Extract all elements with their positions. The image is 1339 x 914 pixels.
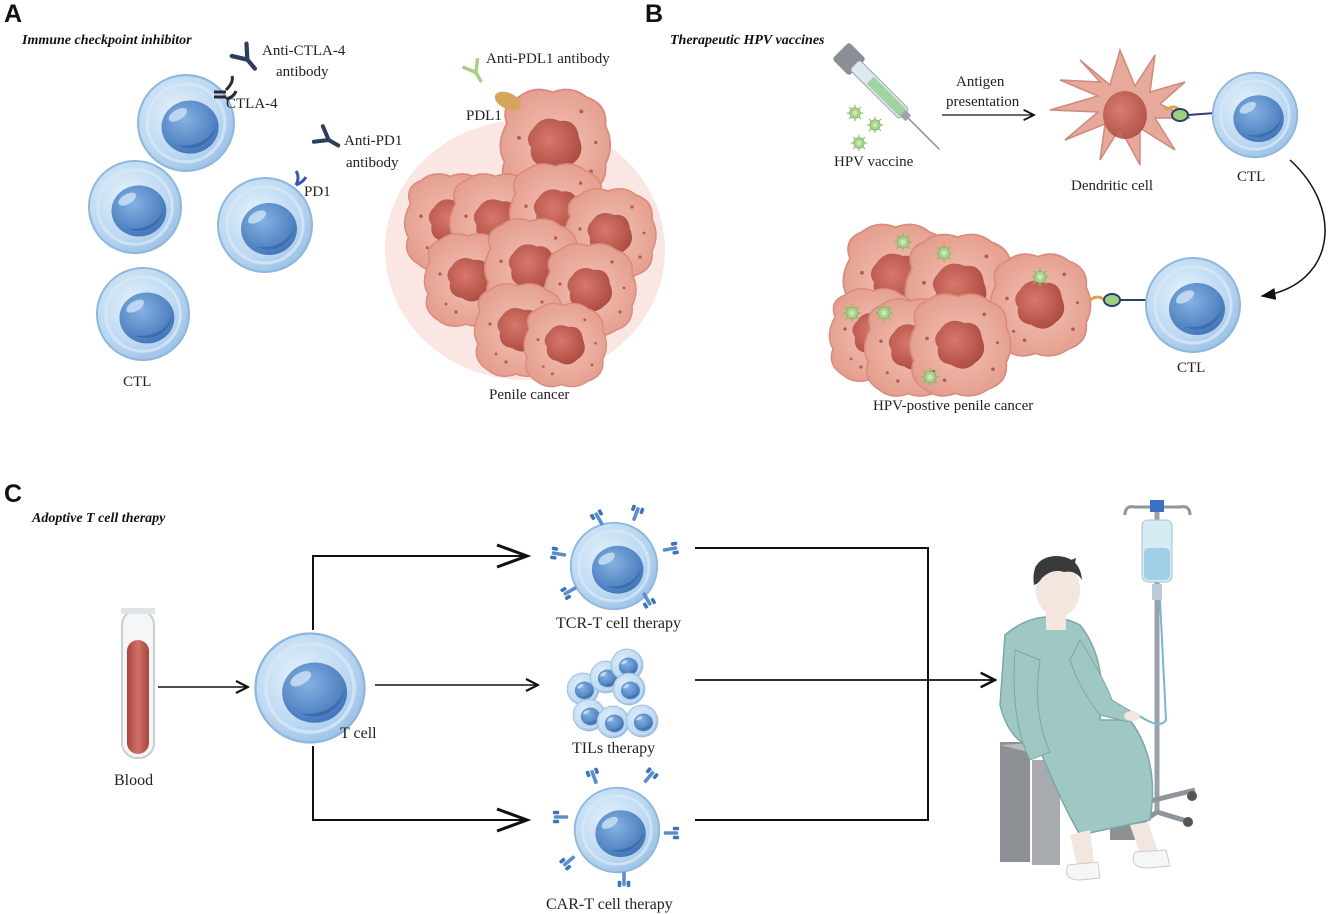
antibody-icon bbox=[462, 57, 490, 87]
virus-icon bbox=[842, 303, 862, 323]
car-receptor-icon bbox=[617, 871, 631, 888]
ctl-top-label: CTL bbox=[1237, 169, 1265, 185]
anti-ctla4-label: Anti-CTLA-4 bbox=[262, 43, 346, 59]
blood-tube-icon bbox=[121, 608, 155, 759]
anti-ctla4-label-2: antibody bbox=[276, 64, 329, 80]
virus-icon bbox=[850, 134, 868, 152]
pdl1-label: PDL1 bbox=[466, 108, 502, 124]
ctl-bottom-label: CTL bbox=[1177, 360, 1205, 376]
ctl-cell-icon bbox=[216, 176, 314, 274]
t-cell-icon bbox=[573, 786, 661, 874]
pd1-label: PD1 bbox=[304, 184, 331, 200]
car-receptor-icon bbox=[639, 766, 660, 787]
virus-icon bbox=[934, 243, 954, 263]
ctl-cell-icon bbox=[1211, 71, 1299, 159]
branch-tcr bbox=[312, 555, 525, 630]
ctl-cell-icon bbox=[87, 159, 183, 255]
dendritic-label: Dendritic cell bbox=[1071, 178, 1153, 194]
antigen-label-2: presentation bbox=[946, 94, 1020, 110]
tumor-cell-icon bbox=[523, 302, 608, 388]
anti-pd1-label-2: antibody bbox=[346, 155, 399, 171]
ctla4-receptor-icon bbox=[214, 90, 226, 99]
ctl-migration-arrow bbox=[1260, 159, 1326, 300]
vaccine-label: HPV vaccine bbox=[834, 154, 914, 170]
car-receptor-icon bbox=[663, 826, 680, 840]
ctla4-label: CTLA-4 bbox=[226, 96, 278, 112]
panel-b-letter: B bbox=[645, 0, 663, 28]
virus-icon bbox=[874, 303, 894, 323]
branch-cart bbox=[312, 746, 525, 821]
panel-b-title: Therapeutic HPV vaccines bbox=[670, 33, 825, 48]
panel-c-title: Adoptive T cell therapy bbox=[31, 511, 166, 526]
tcr-receptor-icon bbox=[661, 541, 680, 557]
converge-lines bbox=[695, 547, 929, 821]
hpv-tumor-label: HPV-postive penile cancer bbox=[873, 398, 1033, 414]
car-receptor-icon bbox=[558, 851, 579, 872]
virus-icon bbox=[893, 232, 913, 252]
panel-c-letter: C bbox=[4, 480, 22, 508]
patient-icon bbox=[999, 556, 1171, 881]
ctl-cell-icon bbox=[1144, 256, 1242, 354]
dendritic-cell-icon bbox=[1049, 47, 1191, 166]
antibody-icon bbox=[311, 124, 345, 156]
tcr-receptor-icon bbox=[627, 504, 645, 523]
tumor-label: Penile cancer bbox=[489, 387, 569, 403]
virus-icon bbox=[846, 104, 864, 122]
tcr-receptor-icon bbox=[549, 546, 568, 562]
tcr-t-cell bbox=[549, 504, 680, 611]
tils-cluster bbox=[566, 648, 659, 739]
anti-pd1-label: Anti-PD1 bbox=[344, 133, 402, 149]
virus-icon bbox=[866, 116, 884, 134]
tcell-label: T cell bbox=[340, 725, 377, 742]
car-t-cell bbox=[552, 766, 680, 888]
virus-icon bbox=[920, 367, 940, 387]
blood-label: Blood bbox=[114, 772, 153, 789]
pd1-receptor-icon bbox=[294, 170, 308, 187]
pdl1-ligand-icon bbox=[494, 91, 522, 111]
antigen-label: Antigen bbox=[956, 74, 1005, 90]
hpv-tumor-mass bbox=[828, 223, 1092, 397]
ctl-cell-icon bbox=[136, 73, 236, 173]
car-receptor-icon bbox=[585, 767, 603, 786]
antibody-icon bbox=[232, 44, 262, 75]
car-receptor-icon bbox=[552, 810, 569, 824]
panel-a-letter: A bbox=[4, 0, 22, 28]
tils-label: TILs therapy bbox=[572, 740, 655, 757]
til-cell-icon bbox=[612, 672, 646, 706]
ctl-cell-icon bbox=[95, 266, 191, 362]
til-cell-icon bbox=[625, 704, 659, 738]
panel-a-title: Immune checkpoint inhibitor bbox=[21, 33, 192, 48]
virus-icon bbox=[1030, 267, 1050, 287]
tcr-label: TCR-T cell therapy bbox=[556, 615, 681, 632]
anti-pdl1-label: Anti-PDL1 antibody bbox=[486, 51, 610, 67]
tumor-mass bbox=[385, 88, 665, 388]
til-cell-icon bbox=[596, 705, 630, 739]
ctl-label: CTL bbox=[123, 374, 151, 390]
cart-label: CAR-T cell therapy bbox=[546, 896, 673, 913]
syringe-icon bbox=[833, 43, 941, 151]
